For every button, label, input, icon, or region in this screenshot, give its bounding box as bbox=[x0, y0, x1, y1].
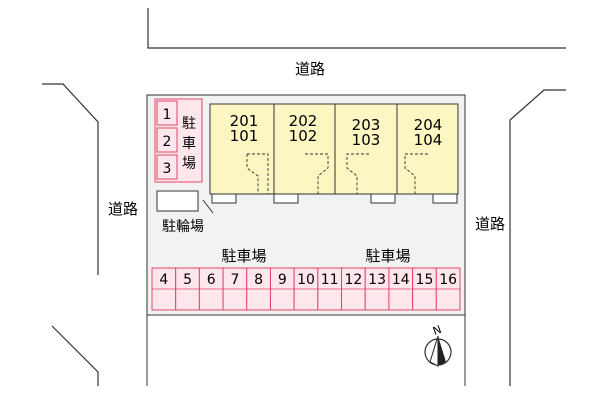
parking-space-number: 8 bbox=[254, 272, 263, 288]
parking-space-1 bbox=[156, 100, 178, 126]
unit-1 bbox=[209, 103, 275, 195]
parking-space-number: 6 bbox=[207, 272, 216, 288]
unit-1-step bbox=[211, 193, 237, 204]
parking-space-2 bbox=[156, 127, 178, 153]
bicycle-parking-label: 駐輪場 bbox=[162, 218, 204, 235]
parking-top-left-label-char-3: 場 bbox=[182, 156, 196, 172]
parking-space-number: 16 bbox=[439, 272, 457, 288]
unit-1-stair-inner bbox=[246, 154, 259, 194]
parking-space-3-number: 3 bbox=[163, 161, 172, 177]
road-label-top: 道路 bbox=[295, 60, 325, 78]
road-edge-right bbox=[509, 89, 566, 386]
unit-2-stair bbox=[305, 153, 329, 194]
parking-space-number: 12 bbox=[344, 272, 362, 288]
unit-2 bbox=[273, 103, 336, 195]
unit-4-lower-number: 104 bbox=[414, 131, 443, 149]
building: 201 101 202 102 203 103 204 104 bbox=[209, 103, 459, 204]
parking-top-left-label-char-2: 車 bbox=[182, 135, 196, 152]
parking-top-left-label-char-1: 駐 bbox=[182, 116, 196, 132]
parking-space-2-number: 2 bbox=[163, 134, 172, 150]
parking-space-number: 4 bbox=[159, 272, 168, 288]
unit-4-step bbox=[432, 193, 458, 204]
unit-2-lower-number: 102 bbox=[289, 127, 318, 145]
parking-space-1-number: 1 bbox=[163, 107, 172, 123]
road-edge-left-lower bbox=[51, 325, 99, 386]
north-compass: N bbox=[424, 323, 452, 367]
unit-3-lower-number: 103 bbox=[352, 131, 381, 149]
parking-space-number: 5 bbox=[183, 272, 192, 288]
parking-bottom-label-left: 駐車場 bbox=[221, 247, 266, 265]
parking-space-number: 9 bbox=[278, 272, 287, 288]
compass-north-letter: N bbox=[431, 323, 443, 338]
unit-1-stair bbox=[247, 153, 269, 194]
unit-3-step bbox=[370, 193, 396, 204]
unit-3-upper-number: 203 bbox=[352, 116, 381, 134]
bicycle-parking-leader bbox=[202, 199, 214, 214]
bicycle-parking-box bbox=[156, 190, 199, 212]
road-label-left: 道路 bbox=[108, 200, 138, 218]
parking-bottom-label-right: 駐車場 bbox=[365, 247, 410, 265]
unit-2-upper-number: 202 bbox=[289, 112, 318, 130]
parking-space-number: 15 bbox=[416, 272, 434, 288]
parking-space-number: 7 bbox=[230, 272, 239, 288]
unit-4-stair bbox=[404, 153, 428, 194]
parking-space-number: 14 bbox=[392, 272, 410, 288]
road-edge-left-upper bbox=[42, 83, 99, 275]
parking-space-number: 11 bbox=[321, 272, 339, 288]
parking-space-number: 10 bbox=[297, 272, 315, 288]
unit-3-stair bbox=[346, 153, 369, 194]
unit-2-step bbox=[273, 193, 299, 204]
road-label-right: 道路 bbox=[475, 215, 505, 233]
unit-1-lower-number: 101 bbox=[230, 127, 259, 145]
unit-1-upper-number: 201 bbox=[230, 112, 259, 130]
road-edge-top bbox=[147, 8, 566, 49]
unit-3 bbox=[334, 103, 398, 195]
parking-space-3 bbox=[156, 154, 178, 180]
parking-space-number: 13 bbox=[368, 272, 386, 288]
unit-4 bbox=[396, 103, 459, 195]
compass-needle-dark bbox=[438, 336, 446, 366]
unit-4-upper-number: 204 bbox=[414, 116, 443, 134]
compass-needle-light bbox=[429, 335, 439, 367]
